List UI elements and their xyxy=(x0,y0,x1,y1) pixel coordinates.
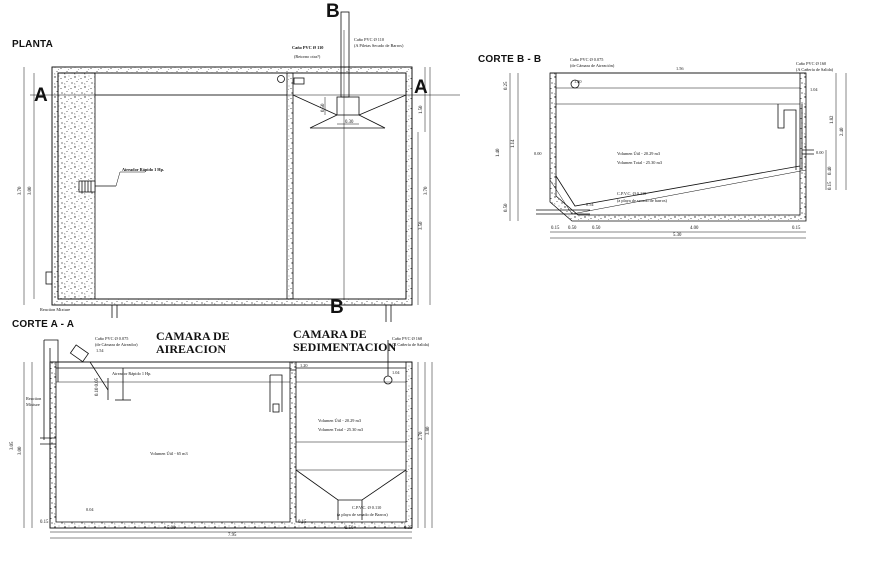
planta-dim-300: 3.00 xyxy=(28,186,33,195)
planta-view xyxy=(23,11,460,322)
aa-cpvc-2: (a playa de secado de Barros) xyxy=(337,512,388,517)
corte-bb-title: CORTE B - B xyxy=(478,54,542,65)
corte-aa-title: CORTE A - A xyxy=(12,319,75,330)
bb-level-120: 1.20 xyxy=(574,79,582,84)
camara-aireacion-label-2: AIREACION xyxy=(156,342,227,356)
planta-title: PLANTA xyxy=(12,39,54,50)
aa-dim-500: 5.00 xyxy=(167,526,176,531)
bb-dim-040: 0.40 xyxy=(828,166,833,175)
bb-dim-015-b: 0.15 xyxy=(792,226,801,231)
bb-dim-240: 2.40 xyxy=(840,127,845,136)
bb-dim-025: 0.25 xyxy=(504,81,509,90)
bb-dim-400: 4.00 xyxy=(690,226,699,231)
bb-dim-182: 1.82 xyxy=(830,115,835,124)
planta-pipe-top-1: Caño PVC Ø 110 xyxy=(354,37,385,42)
bb-dim-015-a: 0.15 xyxy=(551,226,560,231)
bb-dim-530: 5.30 xyxy=(673,233,682,238)
bb-vol-total: Volumen Total - 25.30 m3 xyxy=(617,160,663,165)
corte-aa-view xyxy=(23,339,433,539)
bb-level-104: 1.04 xyxy=(810,87,818,92)
section-mark-a-right: A xyxy=(414,77,428,98)
bb-dim-140: 1.40 xyxy=(496,148,501,157)
aa-dim-035: 0.35 xyxy=(404,526,413,531)
bb-pipe-left-1: Caño PVC Ø 0.075 xyxy=(570,57,604,62)
bb-cpvc-2: (a playa de secado de barros) xyxy=(617,198,667,203)
aa-reaction-2: Mixture xyxy=(26,402,40,407)
planta-aireador: Aireador Rápido 1 Hp. xyxy=(122,167,165,172)
camara-aireacion-label-1: CAMARA DE xyxy=(156,329,230,343)
aa-dim-270: 2.70 xyxy=(419,431,424,440)
bb-dim-050-v: 0.50 xyxy=(504,203,509,212)
planta-reaction: Reaction Mixture xyxy=(40,307,71,312)
bb-dim-050: 0.50 xyxy=(568,226,577,231)
aa-vol-util-sed: Volumen Útil - 20.29 m3 xyxy=(318,418,362,423)
bb-vol-util: Volumen Útil - 20.29 m3 xyxy=(617,151,661,156)
bb-pipe-right-2: (A Cañería de Salida) xyxy=(796,67,834,72)
bb-pipe-right-1: Caño PVC Ø 160 xyxy=(796,61,827,66)
section-mark-b-top: B xyxy=(326,1,340,22)
aa-dim-795: 7.95 xyxy=(228,533,237,538)
bb-level-156: 1.56 xyxy=(676,66,684,71)
planta-pipe-mid-2: (Retorno otra?) xyxy=(294,54,321,59)
aa-reaction-1: Reaction xyxy=(26,396,42,401)
planta-dim-370: 3.70 xyxy=(18,186,23,195)
planta-pipe-top-2: (A Piletas Secado de Barros) xyxy=(354,43,404,48)
planta-dim-370-right: 3.70 xyxy=(424,186,429,195)
bb-level-000-right: 0.00 xyxy=(816,150,824,155)
aa-level-154: 1.54 xyxy=(96,348,104,353)
bb-pipe-left-2: (de Cámara de Aireación) xyxy=(570,63,615,68)
aa-dim-250: 2.50 xyxy=(345,526,354,531)
corte-bb-view xyxy=(509,72,847,239)
planta-pipe-mid-1: Caño PVC Ø 110 xyxy=(292,45,324,50)
aa-cpvc-1: C.P.V.C. Ø 0.110 xyxy=(352,505,382,510)
bb-level-054: 0.54 xyxy=(586,202,594,207)
bb-level-000-left: 0.00 xyxy=(534,151,542,156)
aa-dim-110: 0.10 0.05 xyxy=(95,378,100,396)
section-mark-b-bottom: B xyxy=(330,297,344,318)
aa-dim-015: 0.15 xyxy=(40,520,49,525)
aa-dim-380: 3.80 xyxy=(426,426,431,435)
aa-dim-305: 3.05 xyxy=(10,441,15,450)
bb-dim-114: 1.14 xyxy=(511,139,516,148)
aa-vol-total-sed: Volumen Total - 25.30 m3 xyxy=(318,427,364,432)
aa-pipe-right-2: (A Cañería de Salida) xyxy=(392,342,430,347)
bb-cpvc-1: C.P.V.C. Ø 0.110 xyxy=(617,191,647,196)
bb-dim-015-c: 0.15 xyxy=(828,181,833,190)
camara-sedimentacion-label-2: SEDIMENTACION xyxy=(293,340,397,354)
bb-dim-050-b: 0.50 xyxy=(592,226,601,231)
section-mark-a-left: A xyxy=(34,85,48,106)
aa-aireador: Aireador Rápido 1 Hp. xyxy=(112,371,152,376)
planta-dim-150: 1.50 xyxy=(419,105,424,114)
camara-sedimentacion-label-1: CAMARA DE xyxy=(293,327,367,341)
aa-level-104: 1.04 xyxy=(392,370,400,375)
planta-dim-050: 0.50 xyxy=(321,103,326,112)
aa-dim-015-mid: 0.15 xyxy=(298,520,307,525)
aa-pipe-left-1: Caño PVC Ø 0.075 xyxy=(95,336,129,341)
aa-pipe-right-1: Caño PVC Ø 160 xyxy=(392,336,423,341)
aa-dim-300: 3.00 xyxy=(18,446,23,455)
aa-pipe-left-2: (de Cámara de Aireador) xyxy=(95,342,138,347)
planta-dim-350: 3.50 xyxy=(419,221,424,230)
aa-level-120: 1.20 xyxy=(300,363,308,368)
aa-level-040: 0.04 xyxy=(86,507,94,512)
planta-dim-030: 0.30 xyxy=(345,120,354,125)
aa-vol-util-aer: Volumen Útil - 65 m3 xyxy=(150,451,188,456)
